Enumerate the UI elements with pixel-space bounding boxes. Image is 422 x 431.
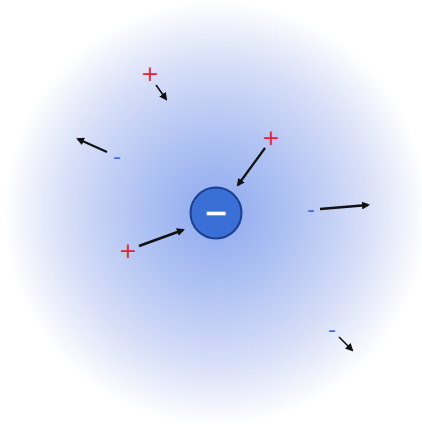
force-arrow [238, 148, 265, 185]
force-arrow [139, 230, 183, 246]
force-arrow [78, 139, 107, 152]
charge-label: + [141, 63, 159, 85]
charge-sign: − [203, 198, 228, 228]
force-arrow [156, 85, 166, 99]
force-arrow [339, 337, 352, 350]
charge-label: - [113, 146, 121, 168]
charge-body [191, 188, 242, 239]
charge-circle: − [189, 186, 243, 240]
charge-label: + [119, 240, 137, 262]
charge-label: - [307, 199, 315, 221]
charge-label: - [328, 319, 336, 341]
field-cloud [4, 1, 422, 425]
charge-label: + [262, 127, 280, 149]
force-arrow [320, 205, 368, 209]
